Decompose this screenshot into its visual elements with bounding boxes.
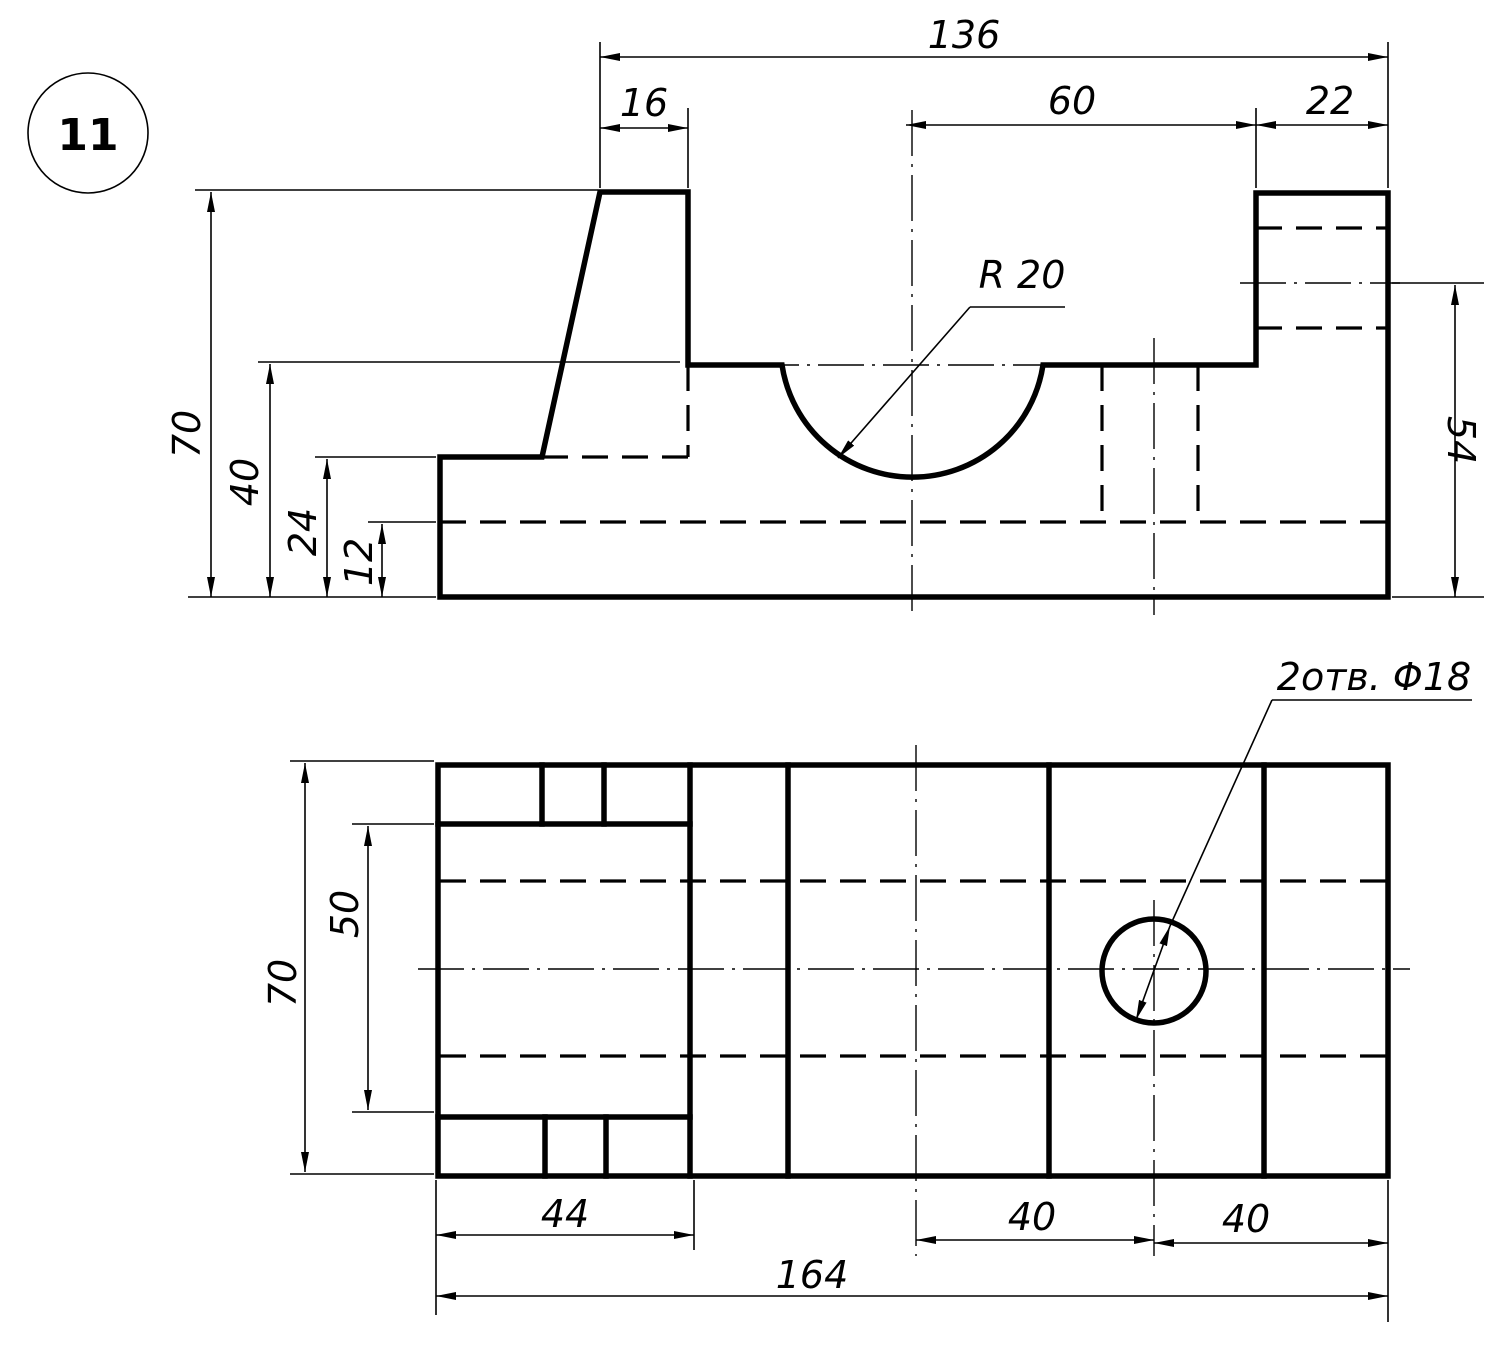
hole-diameter-line [1135,925,1171,1021]
hole-callout: 2отв. Φ18 [1277,655,1471,699]
front-view-outline [437,189,1391,600]
figure-number: 11 [57,110,118,161]
figure-number-badge: 11 [27,72,149,194]
dim-50: 50 [323,890,367,938]
badge-circle [27,72,149,194]
dim-40-right: 40 [1222,1197,1270,1241]
dim-60: 60 [1048,79,1096,123]
dim-40: 40 [223,458,267,506]
dim-24: 24 [281,508,325,556]
top-view: 70 50 44 40 40 164 2отв. Φ18 [261,655,1472,1322]
dim-54: 54 [1439,416,1483,464]
dim-136: 136 [928,13,1001,57]
dim-40-left: 40 [1008,1195,1056,1239]
dim-70-front: 70 [165,410,209,458]
front-view: 136 16 60 22 R 20 70 40 24 12 54 [165,13,1484,615]
dim-radius: R 20 [979,253,1066,297]
radius-leader [837,306,971,459]
dim-22: 22 [1306,79,1354,123]
dim-164: 164 [776,1253,849,1297]
dim-44: 44 [541,1192,589,1236]
dim-70-top: 70 [261,959,305,1007]
dim-12: 12 [337,538,381,586]
dim-16: 16 [620,81,668,125]
hole-leader [1169,699,1273,927]
top-view-outline [435,762,1391,1179]
